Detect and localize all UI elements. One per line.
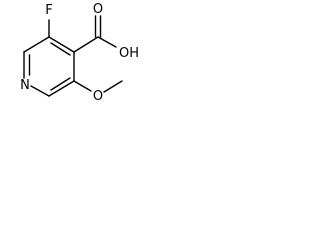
fluorine-label: F (45, 3, 52, 18)
pyridine-ring (23, 36, 75, 97)
bond-c3-c4-inner (50, 42, 71, 56)
bond-c2-c3 (23, 36, 50, 53)
hydroxyl-label: OH (119, 46, 139, 61)
bond-c4-carboxyl (73, 36, 99, 53)
bond-c5-ether-oxygen (73, 80, 92, 92)
bond-c5-c6-inner (50, 77, 71, 91)
ether-oxygen-label: O (93, 89, 103, 104)
bond-c6-n1 (30, 85, 50, 97)
bond-c3-c4 (48, 36, 75, 53)
carbonyl-oxygen-label: O (93, 2, 103, 17)
bond-carboxyl-hydroxyl (97, 36, 117, 48)
bond-c5-c6 (48, 80, 75, 97)
chemical-structure: F O OH N O (20, 2, 139, 104)
ring-nitrogen-label: N (20, 78, 30, 93)
bond-ether-oxygen-methyl (103, 80, 123, 93)
